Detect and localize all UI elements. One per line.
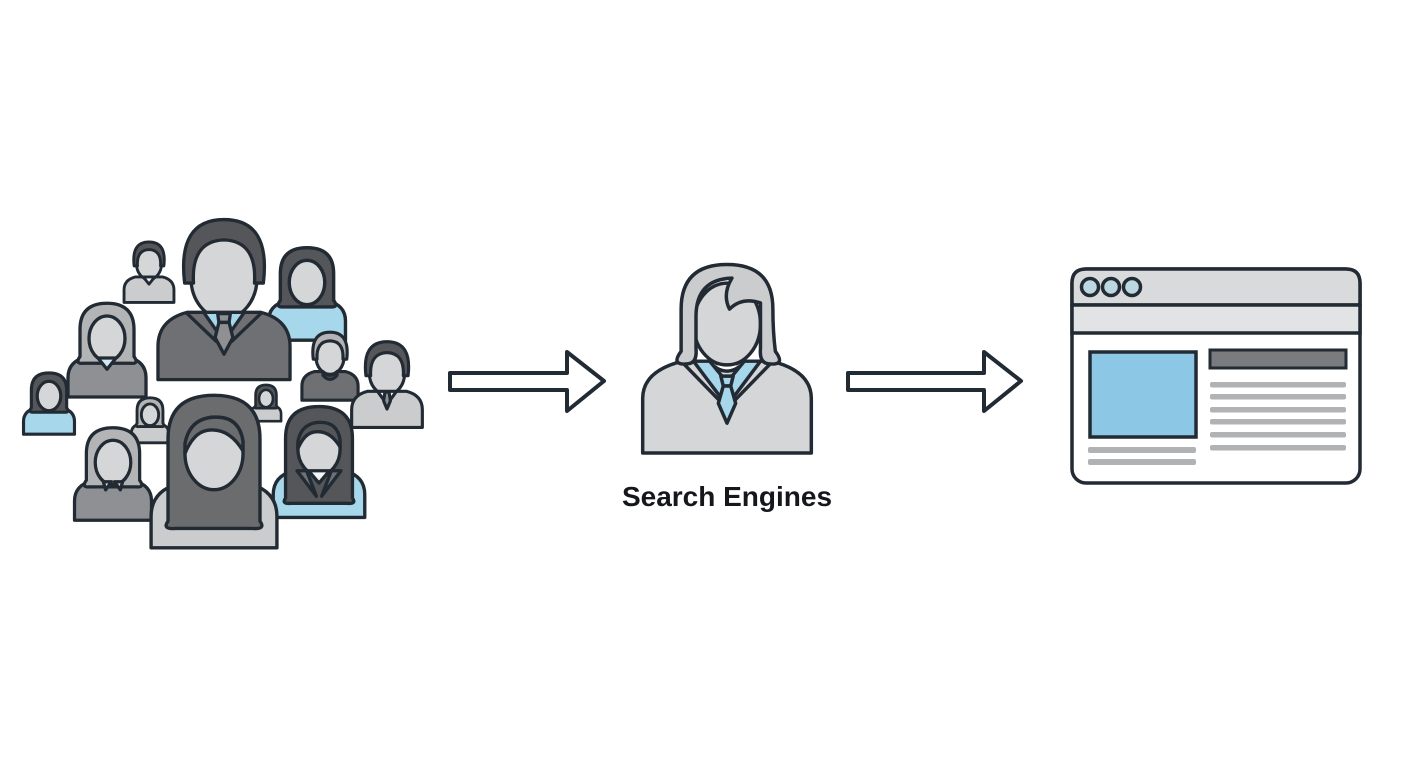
person-small-gray-icon <box>130 397 170 444</box>
search-engines-label: Search Engines <box>622 481 832 512</box>
text-line <box>1210 419 1346 425</box>
browser-addressbar <box>1070 303 1362 335</box>
window-control-dots-icon <box>1079 276 1143 298</box>
text-line <box>1088 447 1196 453</box>
text-line <box>1210 445 1346 451</box>
woman-blazer-icon <box>271 405 367 519</box>
right-arrow-icon <box>448 350 606 413</box>
text-line <box>1088 459 1196 465</box>
woman-gray-bob-icon <box>66 302 148 399</box>
woman-collar-icon <box>73 426 153 522</box>
text-line <box>1210 394 1346 400</box>
browser-titlebar <box>1070 267 1362 307</box>
man-small-icon <box>123 241 175 304</box>
browser-window-icon <box>1070 267 1362 485</box>
right-arrow-icon <box>846 350 1023 413</box>
people-group-icon <box>22 217 424 550</box>
woman-long-hair-icon <box>149 393 279 550</box>
businessman-suit-icon <box>156 217 292 382</box>
text-line <box>1210 407 1346 413</box>
search-engine-person-icon <box>640 262 814 455</box>
woman-small-blue-icon <box>22 372 76 435</box>
man-shirt-tie-icon <box>350 340 424 429</box>
content-header-bar <box>1208 348 1348 370</box>
content-image-placeholder <box>1088 350 1198 439</box>
text-line <box>1210 382 1346 388</box>
boy-crew-collar-icon <box>301 331 359 402</box>
text-line <box>1210 432 1346 438</box>
